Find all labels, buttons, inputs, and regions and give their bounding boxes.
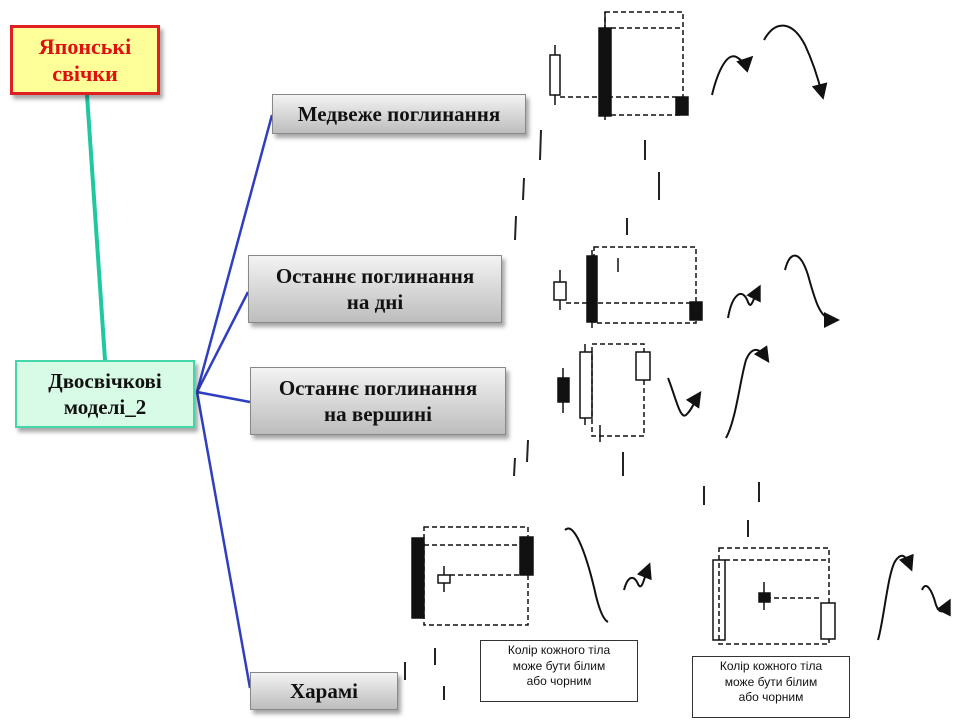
branch-last-engulfing-bottom: Останнє поглинання на дні — [248, 255, 502, 323]
note-line2: може бути білим — [724, 674, 818, 689]
hub-node-two-candle-models: Двосвічкові моделі_2 — [15, 360, 195, 428]
branch-harami: Харамі — [250, 672, 398, 710]
connector-bearish-engulfing — [195, 114, 274, 393]
root-to-hub-connector — [85, 94, 107, 361]
trend-arrow-icon — [725, 345, 770, 439]
root-node-japanese-candles: Японські свічки — [10, 25, 160, 95]
note-line2: може бути білим — [512, 658, 606, 673]
trend-arrow-icon — [763, 24, 828, 100]
hub-label-line1: Двосвічкові — [48, 368, 162, 393]
last-engulfing-bottom-candlestick-icon — [553, 246, 703, 328]
branch-last-engulfing-top-line1: Останнє поглинання — [278, 375, 478, 400]
connector-last-engulfing-bottom — [195, 291, 250, 393]
note-line3: або чорним — [738, 690, 804, 705]
trend-arrow-icon — [711, 55, 754, 96]
dashed-guides — [404, 129, 760, 700]
note-line3: або чорним — [526, 674, 592, 689]
connector-last-engulfing-top — [196, 390, 251, 404]
note-line1: Колір кожного тіла — [507, 643, 611, 657]
bearish-engulfing-candlestick-icon — [549, 11, 689, 120]
connector-harami — [195, 391, 252, 689]
trend-arrow-icon — [564, 527, 609, 623]
branch-bearish-engulfing-label: Медвеже поглинання — [297, 101, 501, 126]
root-label-line1: Японські — [38, 33, 132, 59]
trend-arrow-icon — [784, 254, 840, 328]
harami-bearish-candlestick-icon — [411, 526, 534, 626]
trend-arrow-icon — [667, 377, 702, 417]
branch-last-engulfing-top: Останнє поглинання на вершині — [250, 367, 506, 435]
branch-last-engulfing-bottom-line1: Останнє поглинання — [275, 263, 475, 288]
trend-arrow-icon — [877, 553, 914, 641]
branch-bearish-engulfing: Медвеже поглинання — [272, 94, 526, 134]
branch-harami-label: Харамі — [290, 678, 358, 703]
harami-bullish-candlestick-icon — [712, 547, 836, 645]
last-engulfing-top-candlestick-icon — [557, 343, 651, 442]
note-line1: Колір кожного тіла — [719, 659, 823, 673]
hub-label-line2: моделі_2 — [63, 395, 147, 419]
trend-arrow-icon — [727, 284, 761, 319]
root-label-line2: свічки — [52, 61, 118, 86]
branch-last-engulfing-bottom-line2: на дні — [346, 290, 404, 314]
color-note-harami-2: Колір кожного тіла може бути білим або ч… — [692, 656, 850, 718]
trend-arrow-icon — [623, 562, 652, 591]
branch-last-engulfing-top-line2: на вершині — [324, 402, 432, 426]
trend-arrow-icon — [921, 585, 951, 617]
color-note-harami-1: Колір кожного тіла може бути білим або ч… — [480, 640, 638, 702]
